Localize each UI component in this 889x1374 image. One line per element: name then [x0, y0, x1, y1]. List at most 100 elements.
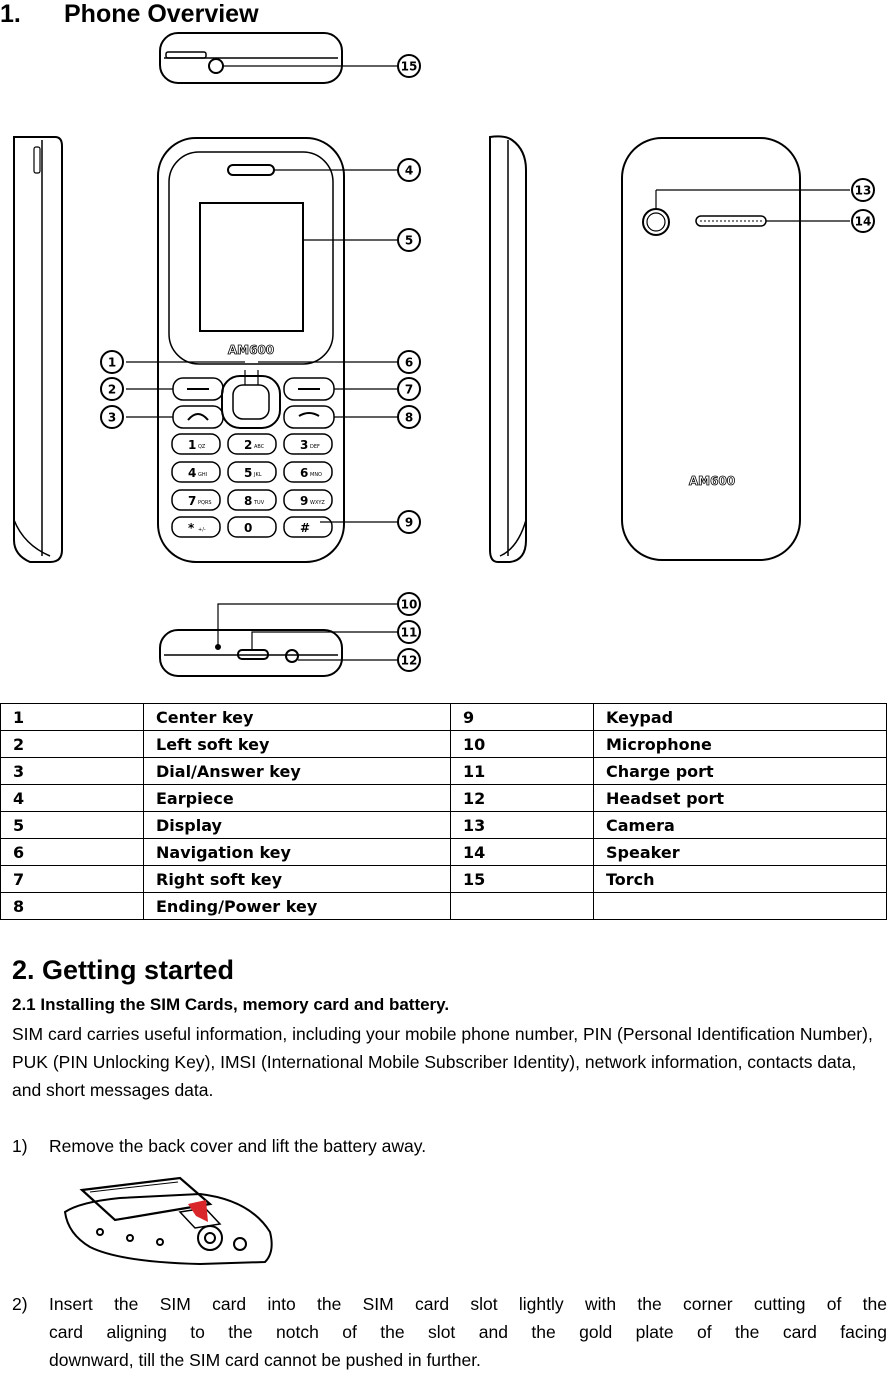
keypad-key: [283, 516, 333, 538]
table-cell: 14: [450, 838, 594, 866]
step-2-line-1: Insert the SIM card into the SIM card sl…: [49, 1294, 887, 1314]
headset-port-icon: [285, 649, 299, 663]
keypad-letters: GHI: [198, 472, 207, 478]
navigation-key-icon: [221, 375, 281, 429]
table-cell: Charge port: [593, 757, 887, 785]
step-1-text: Remove the back cover and lift the batte…: [49, 1136, 427, 1156]
table-cell: Earpiece: [143, 784, 451, 812]
callout-circle: [100, 377, 124, 401]
callout-circle: [397, 510, 421, 534]
callout-circle: [397, 620, 421, 644]
display-icon: [199, 202, 304, 332]
section-2-title: 2. Getting started: [12, 955, 235, 985]
callout-number: 7: [405, 383, 413, 397]
keypad-letters: MNO: [310, 472, 322, 478]
speaker-icon: [695, 215, 767, 227]
keypad-digit: 0: [244, 521, 252, 535]
table-cell: Keypad: [593, 703, 887, 731]
step-2-line-2: card aligning to the notch of the slot a…: [49, 1322, 887, 1342]
table-cell: 4: [0, 784, 144, 812]
callout-circle: [397, 405, 421, 429]
callout-number: 14: [855, 215, 872, 229]
sim-card-paragraph: SIM card carries useful information, inc…: [12, 1024, 873, 1100]
keypad-key: [283, 461, 333, 483]
callout-number: 1: [108, 356, 116, 370]
table-cell: Speaker: [593, 838, 887, 866]
callout-number: 15: [401, 60, 418, 74]
callout-circle: [851, 209, 875, 233]
step-2-number: 2): [12, 1294, 28, 1314]
callout-circle: [100, 405, 124, 429]
callout-number: 12: [401, 654, 418, 668]
keypad-digit: *: [188, 521, 195, 535]
phone-right-side-view: [489, 135, 527, 563]
table-cell: Navigation key: [143, 838, 451, 866]
callout-number: 6: [405, 356, 413, 370]
section-1-heading: 1.Phone Overview: [0, 0, 259, 29]
table-cell: Right soft key: [143, 865, 451, 893]
table-cell: [450, 892, 594, 920]
keypad-key: [227, 461, 277, 483]
callout-circle: [397, 377, 421, 401]
keypad-letters: DEF: [310, 444, 320, 450]
keypad-digit: 7: [188, 494, 196, 508]
callout-number: 8: [405, 411, 413, 425]
keypad-letters: +/-: [198, 527, 206, 533]
callout-circle: [397, 228, 421, 252]
callout-number: 4: [405, 164, 413, 178]
phone-front-view: [126, 137, 398, 563]
keypad-digit: 6: [300, 466, 308, 480]
section-2-1-subtitle: 2.1 Installing the SIM Cards, memory car…: [12, 995, 450, 1014]
keypad-digit: 5: [244, 466, 252, 480]
keypad-digit: 2: [244, 438, 252, 452]
table-cell: Microphone: [593, 730, 887, 758]
keypad-letters: PQRS: [198, 500, 212, 506]
phone-left-side-view: [13, 136, 63, 563]
callout-circle: [100, 350, 124, 374]
keypad-key: [283, 433, 333, 455]
callout-number: 9: [405, 516, 413, 530]
keypad-key: [283, 489, 333, 511]
red-arrow-icon: [188, 1200, 208, 1222]
table-cell: 7: [0, 865, 144, 893]
table-cell: 6: [0, 838, 144, 866]
earpiece-icon: [227, 164, 275, 176]
step-2-line-3: downward, till the SIM card cannot be pu…: [49, 1350, 481, 1370]
keypad-key: [171, 489, 221, 511]
keypad-letters: ABC: [254, 444, 265, 450]
callout-circle: [397, 592, 421, 616]
section-1-title: Phone Overview: [64, 0, 259, 28]
table-cell: [593, 892, 887, 920]
callout-circle: [397, 350, 421, 374]
callout-number: 2: [108, 383, 116, 397]
callout-number: 11: [401, 626, 418, 640]
table-cell: Center key: [143, 703, 451, 731]
keypad-key: [171, 516, 221, 538]
table-cell: 12: [450, 784, 594, 812]
keypad-letters: JKL: [253, 472, 262, 478]
callout-circle: [397, 54, 421, 78]
table-cell: 9: [450, 703, 594, 731]
callout-number: 5: [405, 234, 413, 248]
callout-number: 3: [108, 411, 116, 425]
keypad-key: [227, 489, 277, 511]
keypad-key: [227, 516, 277, 538]
charge-port-icon: [237, 649, 269, 660]
table-cell: 11: [450, 757, 594, 785]
keypad-digit: 9: [300, 494, 308, 508]
keypad-digit: 8: [244, 494, 252, 508]
callout-circle: [397, 648, 421, 672]
keypad-key: [171, 461, 221, 483]
phone-bottom-view: [159, 603, 398, 677]
table-cell: Camera: [593, 811, 887, 839]
callout-number: 10: [401, 598, 418, 612]
